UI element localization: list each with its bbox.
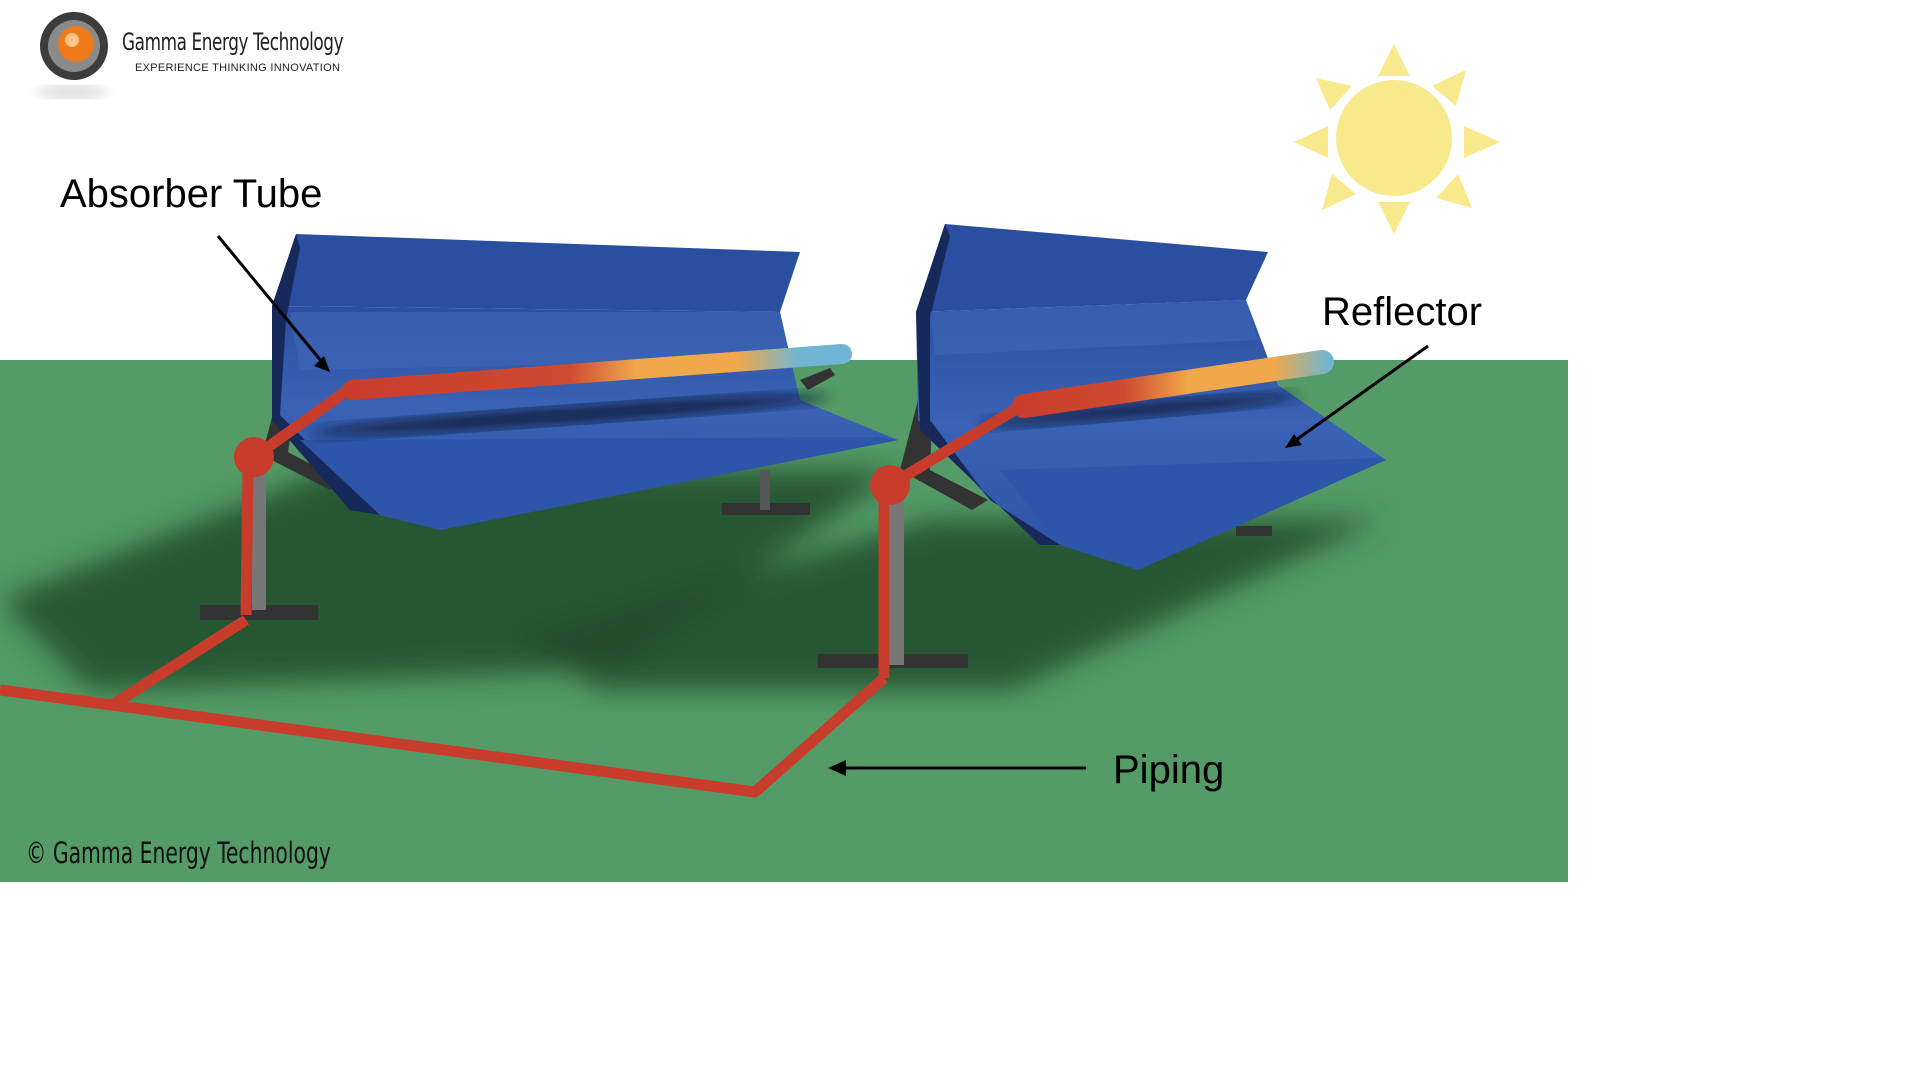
piping-label: Piping <box>1113 748 1225 792</box>
absorber-tube-label: Absorber Tube <box>60 172 323 216</box>
parabolic-trough-diagram <box>0 12 1568 882</box>
logo-icon <box>36 12 108 98</box>
collector-1 <box>200 234 898 620</box>
copyright-notice: © Gamma Energy Technology <box>26 836 331 870</box>
ground-piping <box>0 615 888 798</box>
collector-2 <box>818 224 1386 678</box>
logo-name: Gamma Energy Technology <box>122 28 344 56</box>
label-arrows <box>216 235 1429 776</box>
reflector-label: Reflector <box>1322 290 1483 334</box>
logo-tagline: EXPERIENCE THINKING INNOVATION <box>135 62 341 74</box>
sun-icon <box>1294 44 1500 234</box>
